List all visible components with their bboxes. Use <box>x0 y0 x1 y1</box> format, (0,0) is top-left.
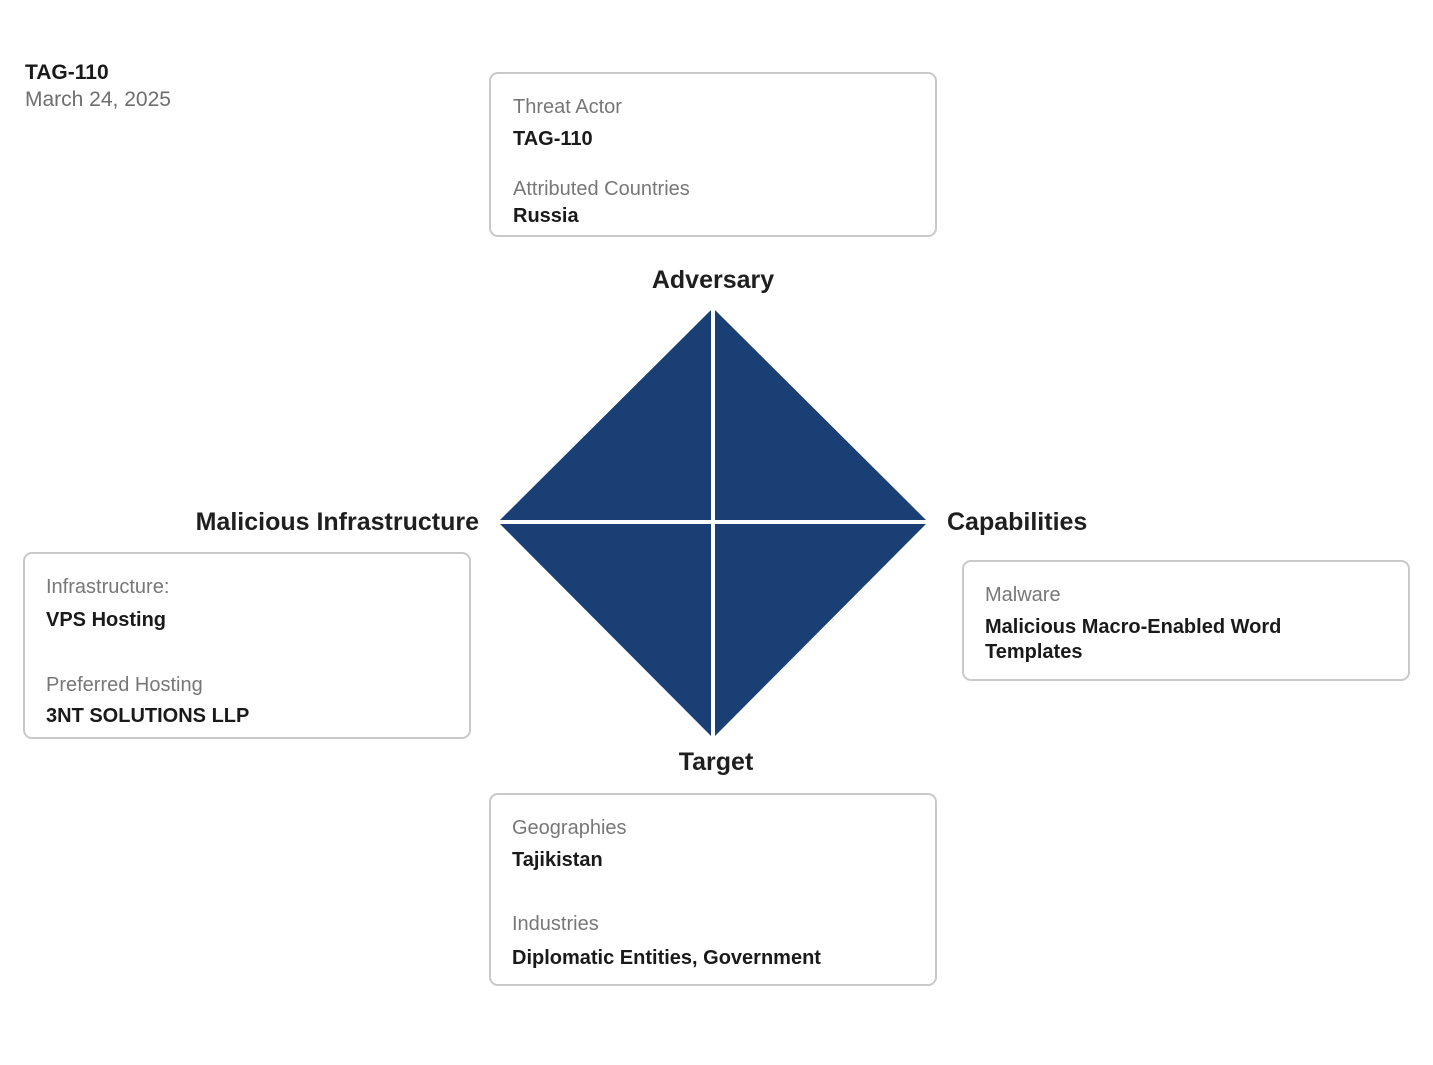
malware-label: Malware <box>985 584 1061 606</box>
attributed-countries-label: Attributed Countries <box>513 178 690 200</box>
threat-actor-value: TAG-110 <box>513 128 593 150</box>
industries-value: Diplomatic Entities, Government <box>512 947 821 969</box>
malware-value: Malicious Macro-Enabled Word Templates <box>985 616 1282 663</box>
preferred-hosting-value: 3NT SOLUTIONS LLP <box>46 705 250 727</box>
infrastructure-card: Infrastructure: VPS Hosting Preferred Ho… <box>23 552 471 739</box>
infrastructure-value: VPS Hosting <box>46 609 167 631</box>
capabilities-card: Malware Malicious Macro-Enabled Word Tem… <box>962 560 1410 681</box>
report-date: March 24, 2025 <box>25 88 171 111</box>
infrastructure-heading: Malicious Infrastructure <box>195 508 479 536</box>
target-heading: Target <box>678 748 754 776</box>
geographies-label: Geographies <box>512 817 627 839</box>
adversary-card: Threat Actor TAG-110 Attributed Countrie… <box>489 72 937 237</box>
target-card: Geographies Tajikistan Industries Diplom… <box>489 793 937 986</box>
industries-label: Industries <box>512 913 599 935</box>
attributed-countries-value: Russia <box>513 205 579 227</box>
preferred-hosting-label: Preferred Hosting <box>46 674 203 696</box>
threat-actor-label: Threat Actor <box>513 96 622 118</box>
capabilities-heading: Capabilities <box>947 508 1088 536</box>
adversary-heading: Adversary <box>651 266 775 294</box>
report-title: TAG-110 <box>25 61 109 84</box>
geographies-value: Tajikistan <box>512 849 603 871</box>
infrastructure-label: Infrastructure: <box>46 576 170 598</box>
